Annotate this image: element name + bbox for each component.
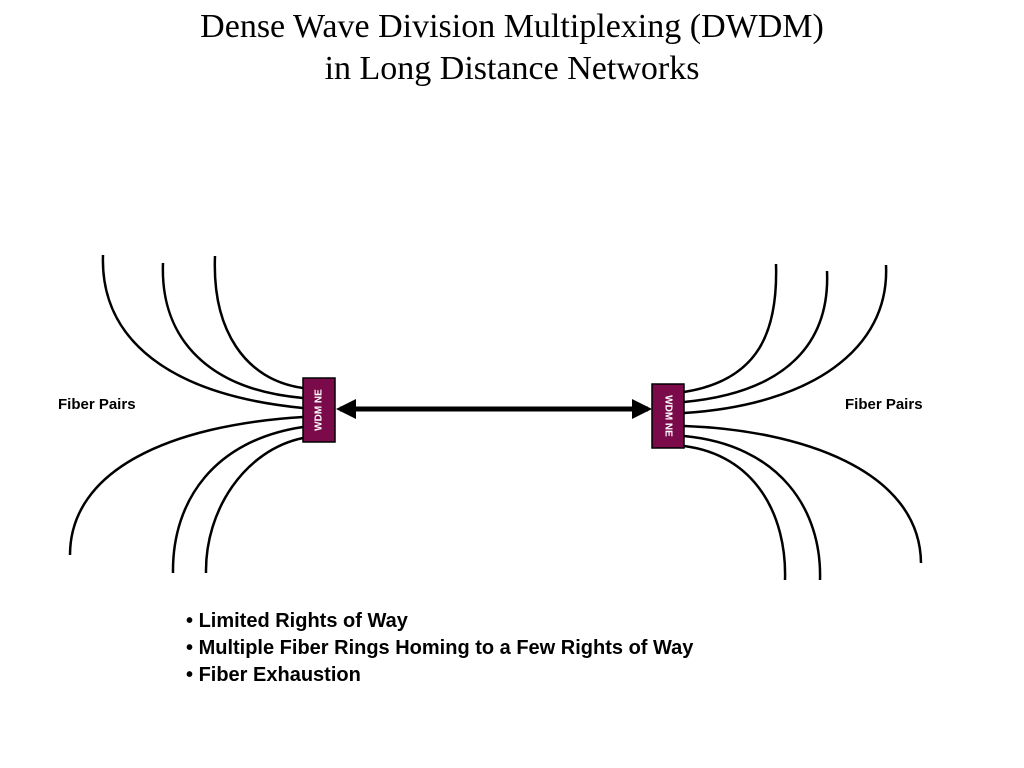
left-fiber-2 xyxy=(161,262,304,400)
left-fiber-pairs-label: Fiber Pairs xyxy=(58,396,136,413)
left-fiber-bundle xyxy=(68,254,304,574)
left-wdm-ne-node: WDM NE xyxy=(302,377,336,443)
right-fiber-5 xyxy=(683,434,822,581)
right-fiber-bundle xyxy=(683,263,923,581)
bullet-list: Limited Rights of Way Multiple Fiber Rin… xyxy=(186,608,694,689)
right-fiber-2 xyxy=(683,270,829,404)
right-fiber-3 xyxy=(683,264,888,415)
left-wdm-ne-label: WDM NE xyxy=(314,389,325,431)
bullet-item: Multiple Fiber Rings Homing to a Few Rig… xyxy=(186,635,694,662)
right-wdm-ne-label: WDM NE xyxy=(663,395,674,437)
bullet-item: Fiber Exhaustion xyxy=(186,662,693,689)
title-line-1: Dense Wave Division Multiplexing (DWDM) xyxy=(200,8,824,45)
right-fiber-pairs-label: Fiber Pairs xyxy=(845,396,923,413)
left-fiber-6 xyxy=(204,436,304,574)
right-fiber-6 xyxy=(683,444,787,581)
left-wdm-ne-box xyxy=(302,377,336,443)
title-line-2: in Long Distance Networks xyxy=(324,50,700,87)
bullet-item: Limited Rights of Way xyxy=(186,608,693,635)
slide-title: Dense Wave Division Multiplexing (DWDM) … xyxy=(0,6,1024,90)
right-fiber-1 xyxy=(683,263,778,394)
right-wdm-ne-node: WDM NE xyxy=(651,383,685,449)
left-fiber-3 xyxy=(213,255,304,390)
left-fiber-5 xyxy=(171,425,304,574)
left-fiber-1 xyxy=(101,254,304,410)
right-fiber-4 xyxy=(683,424,923,564)
right-wdm-ne-box xyxy=(651,383,685,449)
left-fiber-4 xyxy=(68,415,304,556)
